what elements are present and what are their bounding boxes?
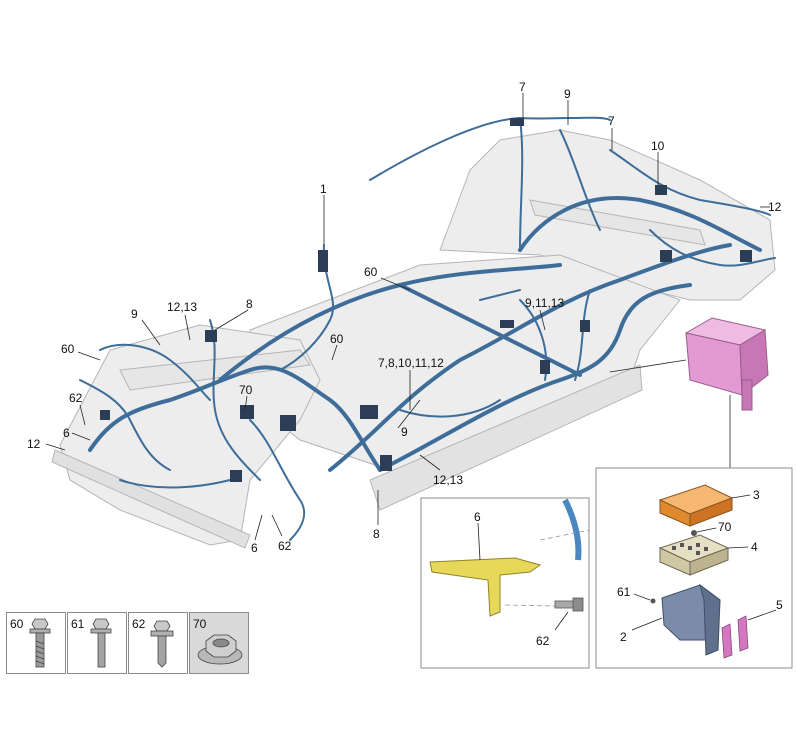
- callout-62: 62: [278, 539, 292, 553]
- callout-8: 8: [373, 527, 380, 541]
- flange-bolt-plain-icon: [90, 618, 112, 668]
- callout-9: 9: [131, 307, 138, 321]
- fastener-60-box: 60: [6, 612, 66, 674]
- callout-61: 61: [617, 585, 631, 599]
- harness-front-engine: [88, 365, 382, 472]
- fastener-label: 61: [71, 617, 85, 631]
- callout-62: 62: [69, 391, 83, 405]
- nut-70: [691, 530, 697, 536]
- callout-62: 62: [536, 634, 550, 648]
- callout-6: 6: [63, 426, 70, 440]
- flange-bolt-threaded-icon: [29, 618, 51, 668]
- fuse-box-assembly: [684, 317, 769, 411]
- callout-12-13: 12,13: [167, 300, 197, 314]
- connector: [580, 320, 590, 332]
- fastener-label: 62: [132, 617, 146, 631]
- fastener-label: 70: [193, 617, 207, 631]
- callout-7: 7: [608, 114, 615, 128]
- connector: [318, 250, 328, 272]
- relay-block: [658, 534, 730, 576]
- callout-60: 60: [61, 342, 75, 356]
- connector: [655, 185, 667, 195]
- callout-60: 60: [364, 265, 378, 279]
- harness-main-trunk: [328, 243, 732, 472]
- callout-2: 2: [620, 630, 627, 644]
- harness-rear-loop: [518, 196, 762, 252]
- callout-70: 70: [239, 383, 253, 397]
- callout-6: 6: [251, 541, 258, 555]
- wiring-harness: [79, 116, 776, 541]
- flange-nut-icon: [197, 634, 243, 665]
- callout-9-11-13: 9,11,13: [525, 296, 564, 310]
- fastener-62-box: 62: [128, 612, 188, 674]
- fastener-label: 60: [10, 617, 24, 631]
- callout-8: 8: [246, 297, 253, 311]
- connector: [740, 250, 752, 262]
- callout-7: 7: [519, 80, 526, 94]
- fastener-61-box: 61: [67, 612, 127, 674]
- bracket-detail-panel: 6 62: [420, 497, 591, 669]
- fastener-70-box: 70: [189, 612, 249, 674]
- fuse-box-base: [661, 583, 721, 656]
- connector: [205, 330, 217, 342]
- connector: [500, 320, 514, 328]
- callout-leaders: [45, 93, 770, 541]
- connector: [360, 405, 378, 419]
- connector: [280, 415, 296, 431]
- callouts: 1 7 9 7 10 12 60 9,11,13 8 12,13 9 60 60…: [27, 80, 782, 555]
- callout-6: 6: [474, 510, 481, 524]
- bolt-62: [554, 597, 584, 612]
- callout-9: 9: [564, 87, 571, 101]
- harness-right-sill: [378, 283, 692, 472]
- callout-10: 10: [651, 139, 665, 153]
- connector: [230, 470, 242, 482]
- connector: [100, 410, 110, 420]
- connector-pins: [721, 615, 749, 659]
- callout-12-13: 12,13: [433, 473, 463, 487]
- connector: [510, 118, 524, 126]
- connector: [240, 405, 254, 419]
- connector: [380, 455, 392, 471]
- callout-9: 9: [401, 425, 408, 439]
- callout-5: 5: [776, 598, 783, 612]
- connector: [660, 250, 672, 262]
- fuse-box-detail-panel: 3 70 4 61 5 2: [595, 467, 793, 669]
- callout-4: 4: [751, 540, 758, 554]
- bracket: [429, 557, 542, 617]
- callout-60: 60: [330, 332, 344, 346]
- callout-12: 12: [27, 437, 41, 451]
- callout-7-8-10-11-12: 7,8,10,11,12: [378, 356, 444, 370]
- flange-bolt-short-icon: [150, 620, 174, 668]
- callout-70: 70: [718, 520, 732, 534]
- callout-12: 12: [768, 200, 782, 214]
- bolt-61: [650, 598, 656, 604]
- callout-3: 3: [753, 488, 760, 502]
- connector: [540, 360, 550, 374]
- callout-1: 1: [320, 182, 327, 196]
